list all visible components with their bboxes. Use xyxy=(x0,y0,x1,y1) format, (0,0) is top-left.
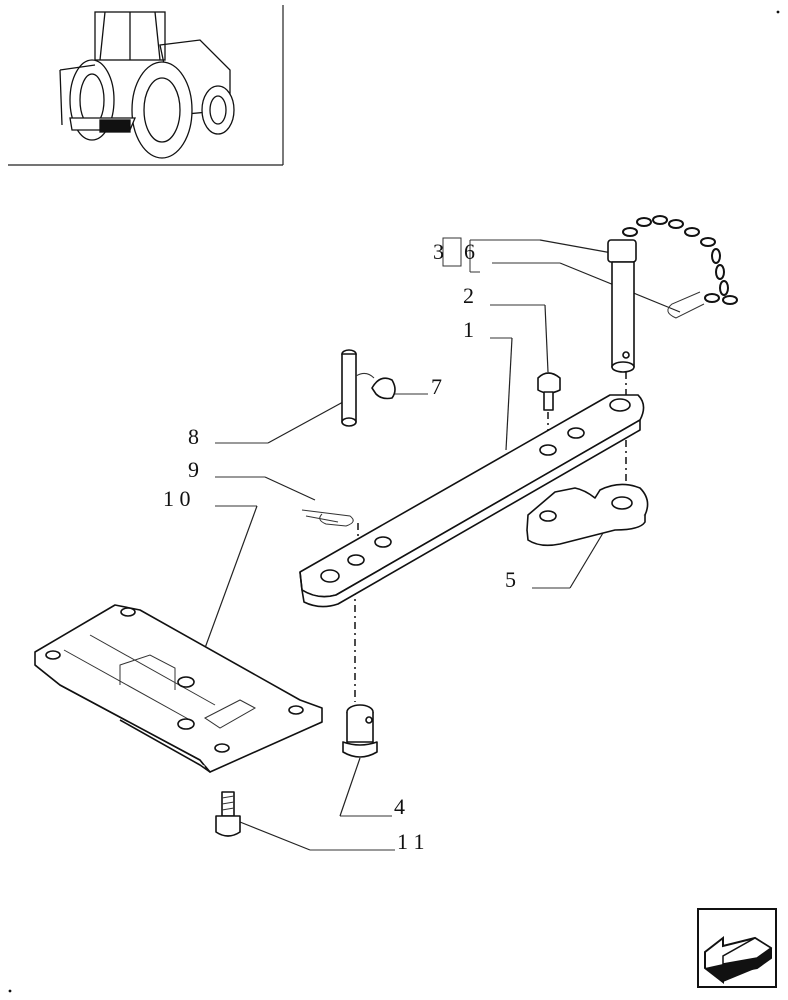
leader-lines xyxy=(204,237,681,851)
callout-2: 2 xyxy=(463,283,474,308)
part-9-r-clip xyxy=(301,509,354,527)
callout-10: 1 0 xyxy=(163,486,191,511)
callout-4: 4 xyxy=(394,794,405,819)
part-2-bolt xyxy=(537,372,561,411)
part-7-clip xyxy=(355,372,396,400)
part-4-bushing xyxy=(342,704,378,758)
callout-3: 3 xyxy=(433,239,444,264)
part-1-drawbar xyxy=(299,394,645,608)
part-5-plate xyxy=(526,483,649,547)
callout-5: 5 xyxy=(505,567,516,592)
callout-1: 1 xyxy=(463,317,474,342)
part-10-mounting-plate xyxy=(34,604,323,773)
tractor-thumbnail-icon xyxy=(8,5,284,166)
part-3-pin-with-chain xyxy=(607,215,738,373)
callout-9: 9 xyxy=(188,457,199,482)
callout-11: 1 1 xyxy=(397,829,425,854)
callout-8: 8 xyxy=(188,424,199,449)
callout-7: 7 xyxy=(431,374,442,399)
next-page-arrow-icon[interactable] xyxy=(697,908,777,988)
part-11-bolt xyxy=(215,791,241,837)
part-8-pin xyxy=(341,349,357,427)
callout-6: 6 xyxy=(464,239,475,264)
